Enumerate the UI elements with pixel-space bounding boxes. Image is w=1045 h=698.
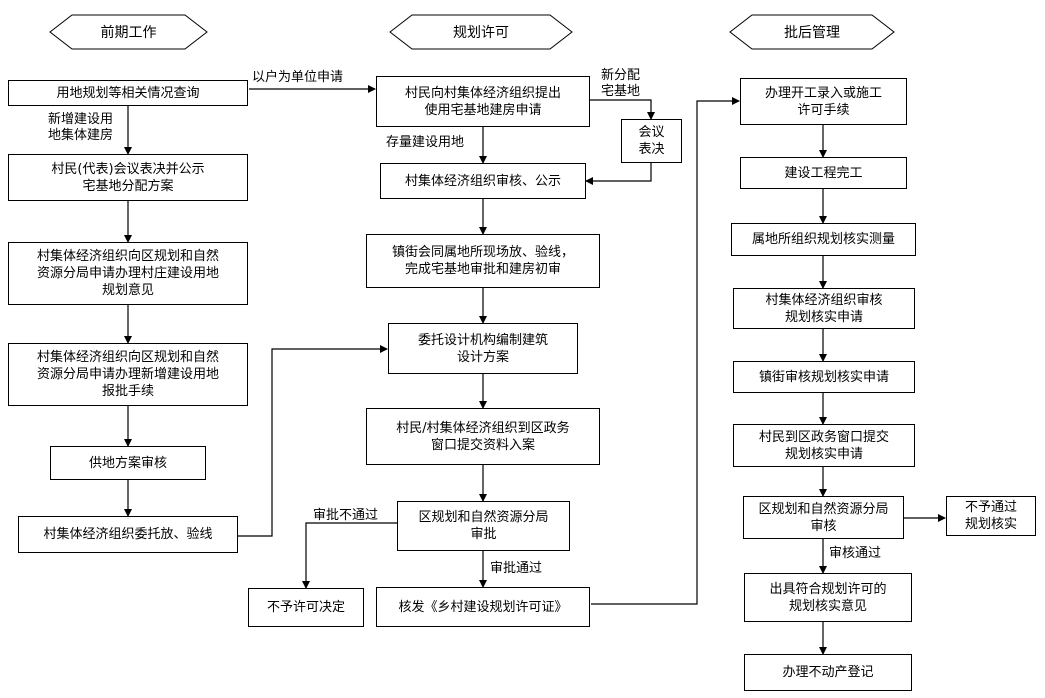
- box-town-site-check: 镇街会同属地所现场放、验线， 完成宅基地审批和建房初审: [366, 234, 600, 288]
- box-construction-registration: 办理开工录入或施工 许可手续: [740, 78, 907, 125]
- label-existing-land: 存量建设用地: [386, 135, 465, 150]
- box-submit-materials: 村民/村集体经济组织到区政务 窗口提交资料入案: [366, 408, 600, 465]
- box-homestead-application: 村民向村集体经济组织提出 使用宅基地建房申请: [376, 76, 590, 127]
- box-permit-denied: 不予许可决定: [248, 588, 364, 627]
- arrow: [590, 99, 655, 120]
- phase-header-shape: [389, 14, 573, 50]
- phase-header-preliminary: 前期工作: [100, 25, 157, 41]
- arrow: [591, 97, 740, 605]
- label-new-construction-land: 新增建设用 地集体建房: [48, 112, 114, 143]
- box-land-planning-query: 用地规划等相关情况查询: [8, 80, 248, 106]
- label-new-homestead: 新分配 宅基地: [601, 68, 641, 99]
- label-per-household: 以户为单位申请: [252, 70, 344, 85]
- box-verification-survey: 属地所组织规划核实测量: [731, 223, 916, 256]
- box-issue-permit: 核发《乡村建设规划许可证》: [376, 587, 590, 627]
- box-submit-verification: 村民到区政务窗口提交 规划核实申请: [733, 424, 915, 467]
- label-review-passed: 审核通过: [829, 546, 882, 561]
- label-approval-rejected: 审批不通过: [313, 508, 379, 523]
- arrow: [238, 345, 388, 537]
- box-village-land-planning-opinion: 村集体经济组织向区规划和自然 资源分局申请办理村庄建设用地 规划意见: [8, 242, 248, 305]
- box-new-land-approval: 村集体经济组织向区规划和自然 资源分局申请办理新增建设用地 报批手续: [8, 343, 248, 406]
- box-verification-opinion: 出具符合规划许可的 规划核实意见: [744, 573, 912, 622]
- box-entrust-layout-check: 村集体经济组织委托放、验线: [18, 516, 238, 553]
- box-meeting-vote: 会议 表决: [621, 119, 682, 163]
- box-land-supply-review: 供地方案审核: [50, 446, 206, 480]
- box-district-verification-review: 区规划和自然资源分局 审核: [743, 496, 904, 539]
- box-verification-denied: 不予通过 规划核实: [946, 496, 1036, 536]
- phase-header-shape: [729, 14, 895, 50]
- box-design-plan: 委托设计机构编制建筑 设计方案: [388, 323, 578, 374]
- label-approval-passed: 审批通过: [490, 561, 543, 576]
- phase-header-shape: [49, 14, 208, 50]
- arrow: [585, 163, 652, 185]
- arrow: [302, 522, 397, 589]
- phase-header-planning-permit: 规划许可: [453, 25, 509, 41]
- box-villager-meeting-vote: 村民(代表)会议表决并公示 宅基地分配方案: [8, 154, 248, 201]
- box-district-approval: 区规划和自然资源分局 审批: [397, 501, 570, 551]
- phase-header-post-approval: 批后管理: [784, 25, 840, 41]
- box-collective-verification-review: 村集体经济组织审核 规划核实申请: [733, 288, 915, 329]
- box-collective-review-publicity: 村集体经济组织审核、公示: [380, 163, 586, 199]
- box-property-registration: 办理不动产登记: [744, 654, 912, 691]
- box-town-verification-review: 镇街审核规划核实申请: [733, 361, 915, 393]
- box-construction-complete: 建设工程完工: [740, 157, 907, 189]
